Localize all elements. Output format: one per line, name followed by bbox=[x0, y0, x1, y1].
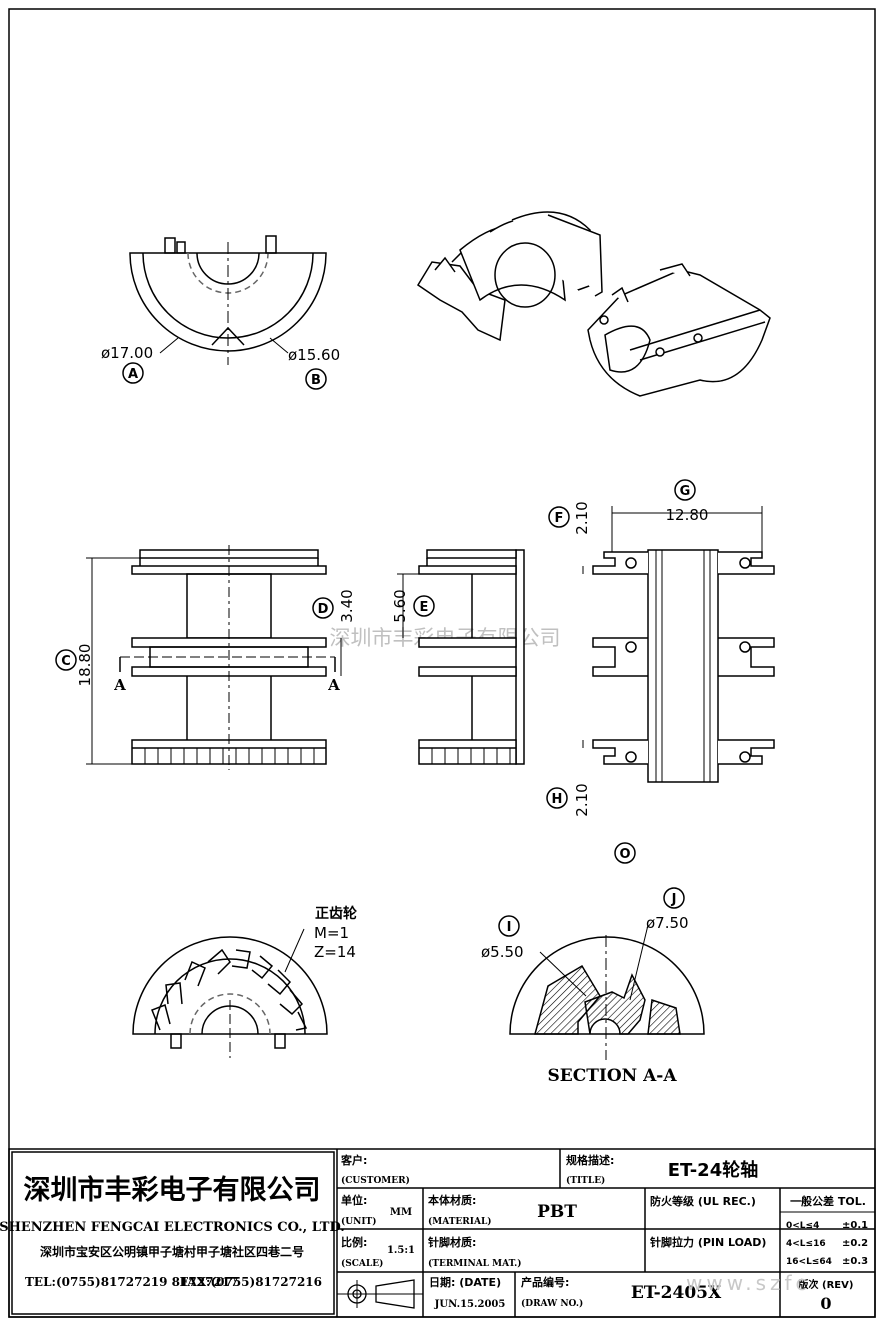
drawing-border bbox=[8, 8, 876, 1318]
terminal-label-cn: 针脚材质: bbox=[428, 1235, 476, 1249]
date-value: JUN.15.2005 bbox=[434, 1299, 506, 1310]
material-value: PBT bbox=[537, 1202, 577, 1222]
draw-no-value: ET-2405X bbox=[631, 1283, 722, 1303]
rev-label: 版次 (REV) bbox=[799, 1278, 854, 1291]
gear-view bbox=[132, 928, 328, 1058]
customer-label-cn: 客户: bbox=[340, 1153, 367, 1167]
scale-label-cn: 比例: bbox=[341, 1235, 367, 1249]
scale-value: 1.5:1 bbox=[387, 1245, 415, 1256]
material-label-en: (MATERIAL) bbox=[428, 1216, 492, 1227]
title-value: ET-24轮轴 bbox=[668, 1159, 758, 1181]
tol-range-3: 16<L≤64 bbox=[786, 1257, 832, 1267]
dim-e: 5.60 bbox=[391, 589, 409, 622]
unit-label-en: (UNIT) bbox=[341, 1216, 377, 1227]
title-label-cn: 规格描述: bbox=[566, 1153, 614, 1167]
title-block-symbol bbox=[343, 1279, 415, 1309]
customer-label-en: (CUSTOMER) bbox=[341, 1175, 410, 1186]
date-label: 日期: (DATE) bbox=[429, 1275, 501, 1289]
section-mark-right: A bbox=[327, 676, 340, 694]
unit-value: MM bbox=[390, 1207, 412, 1218]
company-name-en: SHENZHEN FENGCAI ELECTRONICS CO., LTD. bbox=[0, 1220, 345, 1235]
callout-i: I bbox=[507, 920, 512, 935]
callout-c: C bbox=[61, 654, 71, 669]
company-phone: TEL:(0755)81727219 81727217 bbox=[25, 1275, 238, 1289]
title-label-en: (TITLE) bbox=[566, 1175, 605, 1186]
company-address: 深圳市宝安区公明镇甲子塘村甲子塘社区四巷二号 bbox=[40, 1244, 304, 1259]
dim-h: 2.10 bbox=[573, 783, 591, 816]
material-label-cn: 本体材质: bbox=[428, 1193, 476, 1207]
callout-a: A bbox=[128, 367, 138, 382]
dim-dia-j: ø7.50 bbox=[646, 914, 689, 932]
gear-title: 正齿轮 bbox=[315, 905, 357, 922]
pin-load-label: 针脚拉力 (PIN LOAD) bbox=[650, 1235, 766, 1249]
tol-value-3: ±0.3 bbox=[842, 1256, 868, 1267]
callout-g: G bbox=[680, 484, 691, 499]
callout-d: D bbox=[318, 602, 329, 617]
company-name-cn: 深圳市丰彩电子有限公司 bbox=[24, 1174, 321, 1206]
dim-f: 2.10 bbox=[573, 501, 591, 534]
top-view bbox=[582, 506, 775, 783]
section-aa-view bbox=[509, 924, 705, 1060]
draw-no-label-cn: 产品编号: bbox=[521, 1275, 569, 1289]
dim-g: 12.80 bbox=[666, 506, 709, 524]
tol-value-1: ±0.1 bbox=[842, 1220, 868, 1231]
callout-h: H bbox=[552, 792, 563, 807]
tol-value-2: ±0.2 bbox=[842, 1238, 868, 1249]
callout-f: F bbox=[555, 511, 564, 526]
rev-value: 0 bbox=[820, 1294, 831, 1313]
tolerance-header: 一般公差 TOL. bbox=[790, 1194, 866, 1208]
dim-dia-i: ø5.50 bbox=[481, 943, 524, 961]
callout-o: O bbox=[619, 847, 630, 862]
side-view bbox=[397, 549, 525, 765]
callout-e: E bbox=[420, 600, 429, 615]
section-label: SECTION A-A bbox=[547, 1066, 677, 1086]
title-block-lines bbox=[8, 1148, 876, 1318]
gear-teeth: Z=14 bbox=[314, 943, 356, 961]
unit-label-cn: 单位: bbox=[341, 1193, 367, 1207]
front-view bbox=[86, 545, 342, 770]
dim-c: 18.80 bbox=[76, 644, 94, 687]
draw-no-label-en: (DRAW NO.) bbox=[521, 1298, 583, 1309]
company-fax: FAX:(0755)81727216 bbox=[180, 1275, 322, 1289]
dim-dia-b: ø15.60 bbox=[288, 346, 340, 364]
tol-range-2: 4<L≤16 bbox=[786, 1239, 826, 1249]
scale-label-en: (SCALE) bbox=[341, 1258, 383, 1269]
isometric-bobbin bbox=[416, 211, 771, 397]
watermark-url: www.szfc bbox=[686, 1271, 811, 1295]
ul-rec-label: 防火等级 (UL REC.) bbox=[650, 1194, 756, 1208]
dim-d: 3.40 bbox=[338, 589, 356, 622]
dim-dia-a: ø17.00 bbox=[101, 344, 153, 362]
callout-j: J bbox=[671, 892, 677, 907]
terminal-label-en: (TERMINAL MAT.) bbox=[428, 1258, 522, 1269]
callout-b: B bbox=[311, 373, 321, 388]
section-mark-left: A bbox=[113, 676, 126, 694]
gear-module: M=1 bbox=[314, 924, 349, 942]
end-view-top bbox=[129, 235, 327, 365]
tol-range-1: 0<L≤4 bbox=[786, 1221, 819, 1231]
